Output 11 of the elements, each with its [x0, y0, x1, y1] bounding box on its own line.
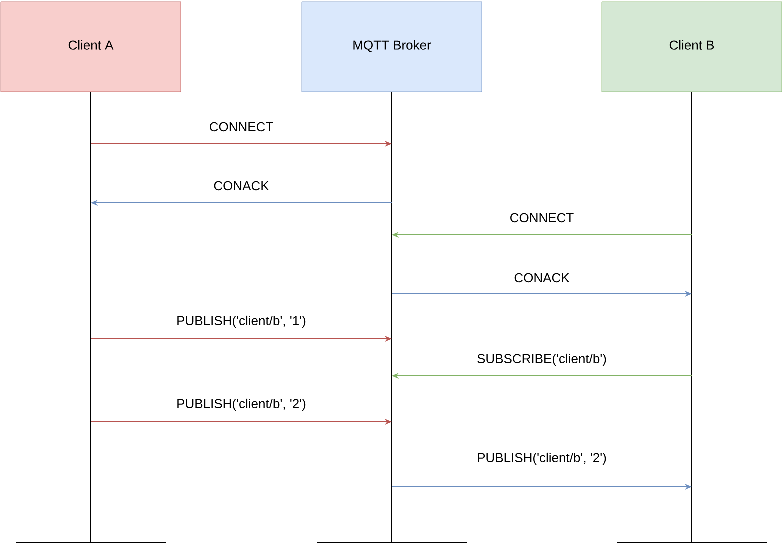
participant-box: Client A [0, 2, 182, 92]
edge-label: PUBLISH('client/b', '2') [478, 452, 606, 466]
edge-label: PUBLISH('client/b', '2') [178, 398, 306, 412]
edge-label: CONNECT [210, 122, 274, 132]
participant-box: MQTT Broker [302, 2, 482, 92]
edge-label: SUBSCRIBE('client/b') [478, 354, 606, 366]
edge-label: CONNECT [510, 213, 574, 223]
edge-label: PUBLISH('client/b', '1') [178, 316, 306, 328]
participant-box: Client B [602, 2, 782, 92]
edge-label: CONACK [514, 273, 570, 283]
edge-label: CONACK [214, 181, 270, 191]
